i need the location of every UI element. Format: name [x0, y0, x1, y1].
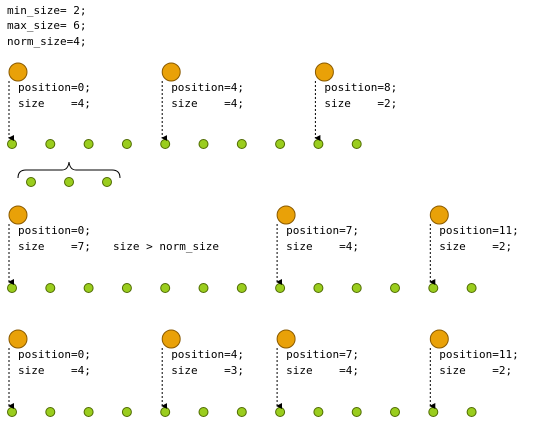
element-dot — [7, 407, 17, 417]
inserted-dot — [26, 177, 36, 187]
element-dot — [313, 283, 324, 293]
element-dot — [351, 283, 362, 293]
node-circle — [429, 329, 449, 349]
inserted-dot — [64, 177, 74, 187]
node-size-label: size =3; — [171, 364, 244, 377]
node-circle — [161, 329, 181, 349]
element-dot — [236, 283, 247, 293]
element-dot — [466, 283, 477, 293]
node-position-label: position=4; — [171, 348, 244, 361]
node-position-label: position=4; — [171, 81, 244, 94]
inserted-dot — [102, 177, 112, 187]
row-3: position=0; size =4; position=4; size =3; po… — [7, 329, 519, 417]
header-line-min-size: min_size= 2; — [7, 4, 86, 17]
element-dot — [121, 139, 132, 149]
element-dot — [313, 139, 324, 149]
element-dot — [351, 407, 362, 417]
node-size-label: size =2; — [439, 364, 512, 377]
element-dot — [83, 139, 94, 149]
element-dot — [198, 139, 209, 149]
node-size-label: size =4; — [18, 97, 91, 110]
element-dot — [7, 283, 17, 293]
element-dot — [236, 139, 247, 149]
element-dot — [275, 283, 286, 293]
node-position-label: position=7; — [286, 224, 359, 237]
row-1: position=0; size =4; position=4; size =4; po… — [7, 62, 397, 187]
node-size-label: size =4; — [171, 97, 244, 110]
row-2: position=0; size =7; size > norm_size posit… — [7, 205, 519, 293]
node-size-label: size =2; — [324, 97, 397, 110]
element-dot — [390, 283, 400, 293]
curly-brace — [17, 161, 121, 179]
element-dot — [45, 283, 56, 293]
element-dot — [83, 283, 94, 293]
node-size-label: size =4; — [286, 240, 359, 253]
node-circle — [276, 329, 296, 349]
node-circle — [8, 329, 28, 349]
node-size-label: size =4; — [286, 364, 359, 377]
node-circle — [429, 205, 449, 225]
element-dot — [121, 283, 132, 293]
element-dot — [83, 407, 94, 417]
element-dot — [7, 139, 17, 149]
node-position-label: position=8; — [324, 81, 397, 94]
header-line-norm-size: norm_size=4; — [7, 35, 86, 48]
node-circle — [8, 62, 28, 82]
element-dot — [198, 283, 209, 293]
element-dot — [45, 139, 56, 149]
element-dot — [466, 407, 477, 417]
element-dot — [390, 407, 400, 417]
element-dot — [275, 407, 286, 417]
element-dot — [121, 407, 132, 417]
node-position-label: position=11; — [439, 348, 518, 361]
header-params: min_size= 2; max_size= 6; norm_size=4; — [7, 4, 86, 48]
element-dot — [275, 139, 286, 149]
insertion-group — [17, 161, 121, 187]
node-position-label: position=11; — [439, 224, 518, 237]
element-dot — [45, 407, 56, 417]
element-dot — [351, 139, 362, 149]
element-dot — [160, 283, 171, 293]
node-position-label: position=0; — [18, 224, 91, 237]
element-dot — [160, 139, 171, 149]
node-size-label: size =2; — [439, 240, 512, 253]
element-dot — [236, 407, 247, 417]
rows-layer: position=0;size =4;position=4;size =4;po… — [7, 62, 519, 417]
element-dot — [313, 407, 324, 417]
element-dot — [428, 407, 439, 417]
node-position-label: position=0; — [18, 348, 91, 361]
node-size-label: size =4; — [18, 364, 91, 377]
element-dot — [160, 407, 171, 417]
element-dot — [428, 283, 439, 293]
node-circle — [314, 62, 334, 82]
node-position-label: position=7; — [286, 348, 359, 361]
header-line-max-size: max_size= 6; — [7, 19, 86, 32]
node-circle — [161, 62, 181, 82]
node-size-note: size > norm_size — [113, 240, 219, 253]
node-circle — [276, 205, 296, 225]
node-size-label: size =7; — [18, 240, 91, 253]
node-position-label: position=0; — [18, 81, 91, 94]
element-dot — [198, 407, 209, 417]
node-circle — [8, 205, 28, 225]
